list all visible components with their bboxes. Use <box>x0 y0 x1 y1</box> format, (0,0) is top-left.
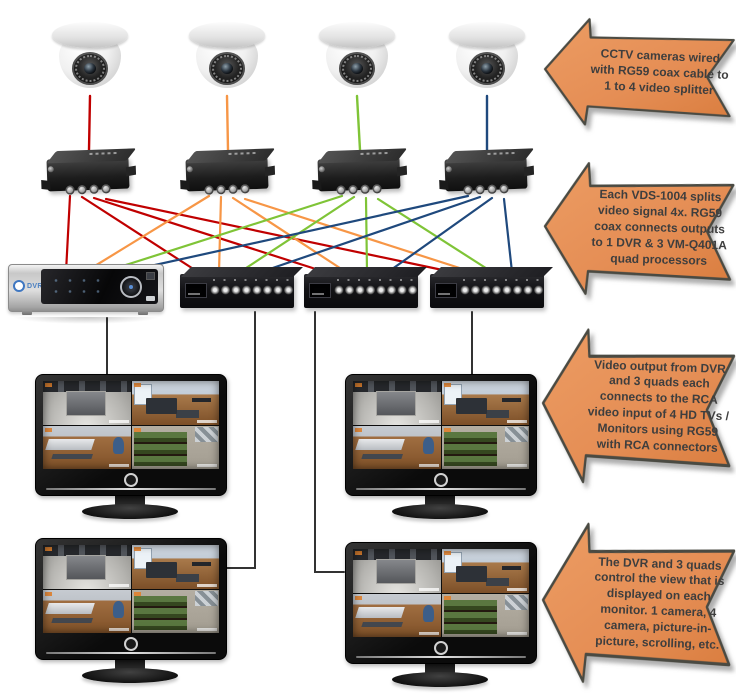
monitor-1 <box>35 374 227 519</box>
camera-feed-storage-shelves <box>131 425 219 469</box>
quad-processor-3-icon <box>428 264 546 316</box>
arrow-left-icon <box>543 18 735 126</box>
dome-camera-1-icon <box>50 22 130 96</box>
camera-lens-face <box>72 52 108 85</box>
bnc-output-icon <box>65 185 75 195</box>
power-button-icon <box>434 641 448 655</box>
arrow-left-icon <box>541 328 736 484</box>
dvr-logo: DVR <box>13 280 43 292</box>
callout-4: The DVR and 3 quads control the view tha… <box>538 515 736 697</box>
power-button-icon <box>434 473 448 487</box>
dome-camera-3-icon <box>317 22 397 96</box>
monitor-2 <box>345 374 537 519</box>
arrow-left-icon <box>543 162 735 295</box>
video-splitter-4-icon <box>438 146 535 200</box>
callout-4-text: The DVR and 3 quads control the view tha… <box>594 554 725 652</box>
callout-3: Video output from DVR and 3 quads each c… <box>538 321 736 498</box>
callout-1-text: CCTV cameras wired with RG59 coax cable … <box>590 46 729 98</box>
quad-view-screen <box>43 381 219 469</box>
dvr-logo-ring-icon <box>13 280 25 292</box>
dvr-unit-icon: DVR <box>8 264 164 324</box>
power-button-icon <box>124 473 138 487</box>
monitor-3 <box>35 538 227 683</box>
camera-feed-parking-lot <box>43 381 131 425</box>
quad-processor-1-icon <box>178 264 296 316</box>
camera-lens-icon <box>84 63 96 74</box>
dome-camera-4-icon <box>447 22 527 96</box>
quad-processor-2-icon <box>302 264 420 316</box>
video-splitter-3-icon <box>311 146 408 200</box>
callout-3-text: Video output from DVR and 3 quads each c… <box>587 356 730 455</box>
monitor-4 <box>345 542 537 687</box>
dvr-front-panel <box>41 269 158 304</box>
dome-camera-2-icon <box>187 22 267 96</box>
feed-timestamp <box>108 419 129 423</box>
splitter-top-label <box>89 151 120 155</box>
video-splitter-2-icon <box>179 146 276 200</box>
dvr-ir-window-icon <box>146 272 155 280</box>
power-button-icon <box>124 637 138 651</box>
dvr-touch-keys-icon <box>49 275 109 299</box>
camera-base <box>52 22 128 48</box>
dvr-dpad-icon <box>120 275 142 298</box>
arrow-left-icon <box>541 522 736 683</box>
camera-feed-office-desks <box>43 425 131 469</box>
quad-display-icon <box>185 283 207 298</box>
video-splitter-1-icon <box>40 146 137 200</box>
feed-logo-icon <box>45 383 52 387</box>
callout-2-text: Each VDS-1004 splits video signal 4x. RG… <box>591 187 728 268</box>
quad-buttons-icon <box>210 284 294 296</box>
bnc-input-icon <box>47 166 54 173</box>
dvr-usb-port-icon <box>146 296 155 301</box>
dvr-logo-text: DVR <box>27 282 43 290</box>
ir-led-ring-icon <box>75 55 105 82</box>
callout-2: Each VDS-1004 splits video signal 4x. RG… <box>541 156 736 307</box>
camera-feed-office-room <box>131 381 219 425</box>
callout-1: CCTV cameras wired with RG59 coax cable … <box>541 12 736 138</box>
